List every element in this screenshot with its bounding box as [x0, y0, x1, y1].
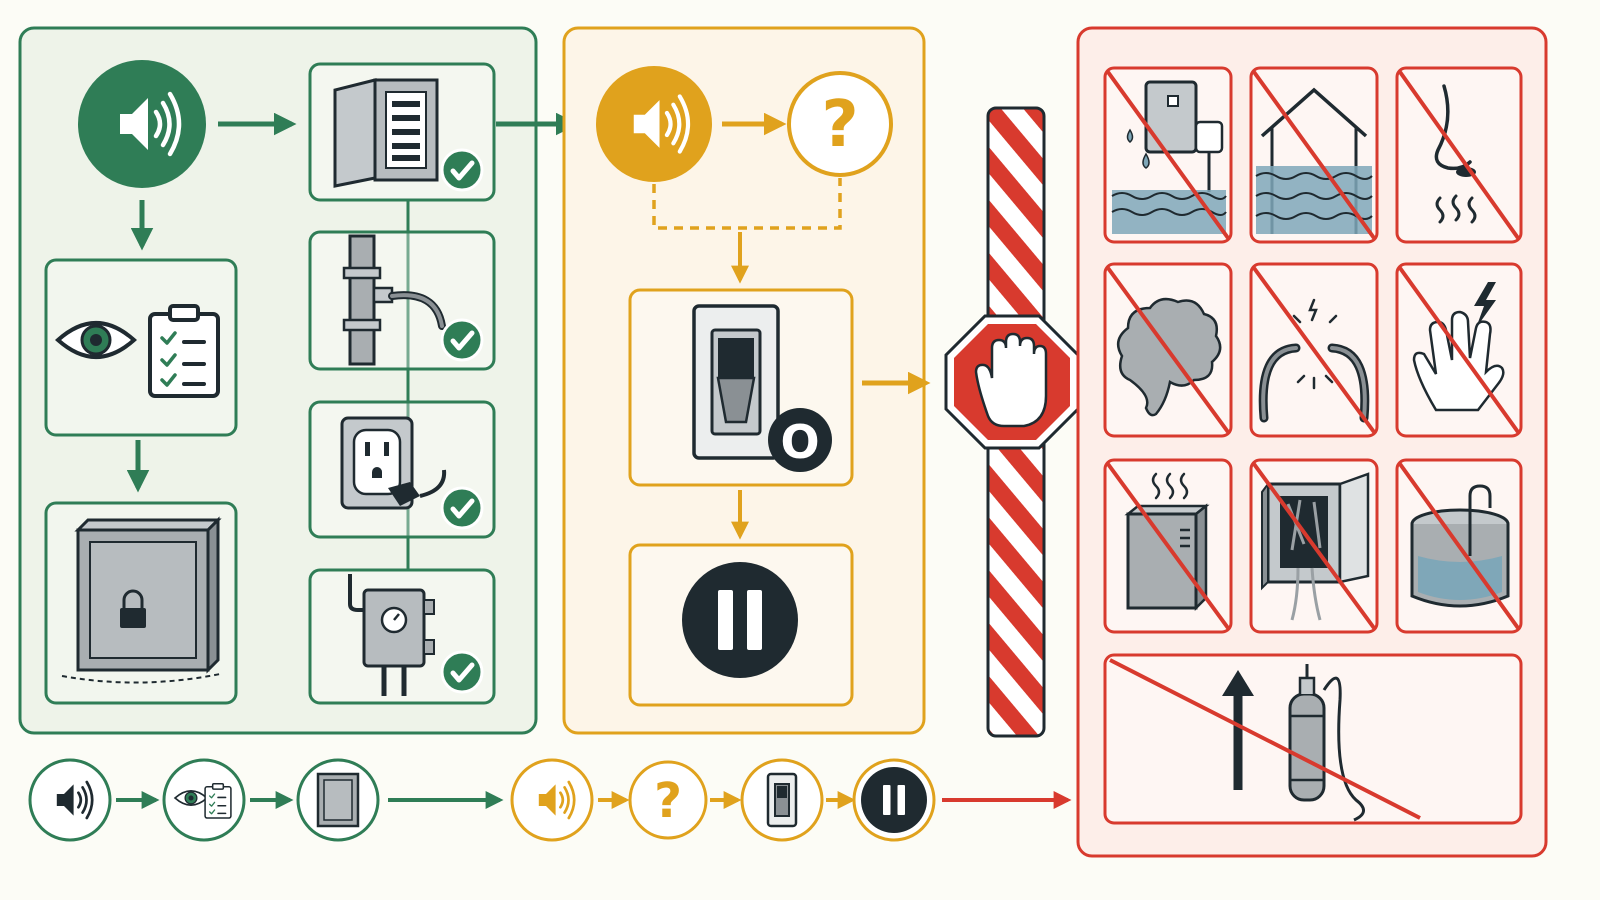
no-smoke-icon — [1103, 262, 1233, 438]
no-lift-pump-icon — [1103, 653, 1523, 825]
bottom-flow: ? — [28, 758, 1072, 842]
meter-box-icon — [308, 568, 496, 705]
locked-cabinet-icon — [44, 501, 238, 705]
pipe-bond-icon — [308, 230, 496, 371]
speaker-icon — [78, 60, 206, 188]
speaker-icon — [596, 66, 712, 182]
dashed-merge-connector — [652, 178, 842, 230]
no-gas-smell-icon — [1395, 66, 1523, 244]
breaker-panel-icon — [308, 62, 496, 202]
red-panel — [1076, 26, 1548, 858]
outlet-plug-icon — [308, 400, 496, 539]
speaker-icon — [510, 758, 594, 842]
inspect-checklist-icon — [162, 758, 246, 842]
no-sparking-wire-icon — [1249, 262, 1379, 438]
no-flooded-house-icon — [1249, 66, 1379, 244]
inspect-checklist-icon — [44, 258, 238, 437]
no-open-panel-icon — [1249, 458, 1379, 634]
off-symbol: O — [780, 415, 819, 469]
no-well-water-icon — [1395, 458, 1523, 634]
switch-icon — [740, 758, 824, 842]
question-icon: ? — [628, 760, 708, 840]
pause-icon — [628, 543, 854, 707]
speaker-icon — [28, 758, 112, 842]
question-mark-small: ? — [654, 773, 682, 829]
amber-panel: ? O — [562, 26, 926, 735]
no-touch-shock-icon — [1395, 262, 1523, 438]
pause-icon — [852, 758, 936, 842]
green-panel — [18, 26, 538, 735]
no-hot-cabinet-icon — [1103, 458, 1233, 634]
question-icon: ? — [787, 71, 893, 177]
question-mark: ? — [821, 88, 858, 162]
switch-off-icon: O — [628, 288, 854, 487]
cabinet-icon — [296, 758, 380, 842]
stop-hand-icon — [944, 314, 1080, 450]
no-wet-water-heater-icon — [1103, 66, 1233, 244]
